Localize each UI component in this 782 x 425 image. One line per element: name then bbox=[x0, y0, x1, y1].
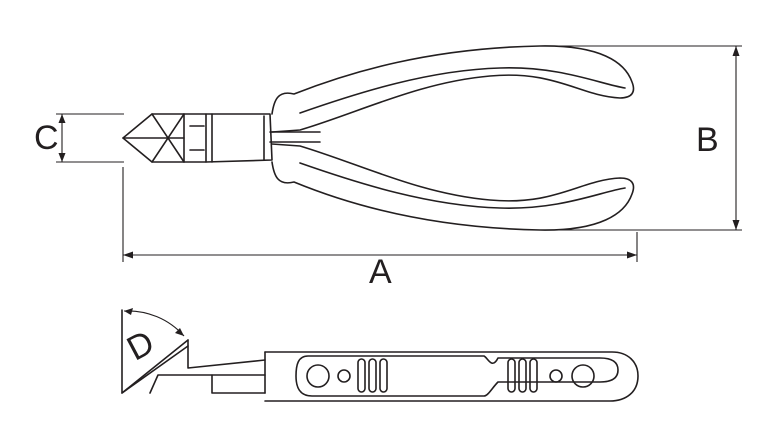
cutting-head bbox=[122, 113, 207, 163]
label-b: B bbox=[696, 121, 719, 159]
joint bbox=[205, 113, 321, 163]
dimension-d bbox=[123, 308, 185, 337]
label-d: D bbox=[121, 323, 161, 368]
label-c: C bbox=[34, 119, 59, 157]
pliers-side-view bbox=[121, 309, 639, 402]
label-a: A bbox=[369, 253, 392, 291]
lower-handle bbox=[271, 143, 635, 231]
upper-handle bbox=[271, 45, 635, 133]
dimension-b bbox=[545, 45, 742, 231]
dimension-c bbox=[56, 113, 124, 163]
dimension-a bbox=[122, 167, 638, 262]
pliers-top-view bbox=[122, 45, 635, 231]
